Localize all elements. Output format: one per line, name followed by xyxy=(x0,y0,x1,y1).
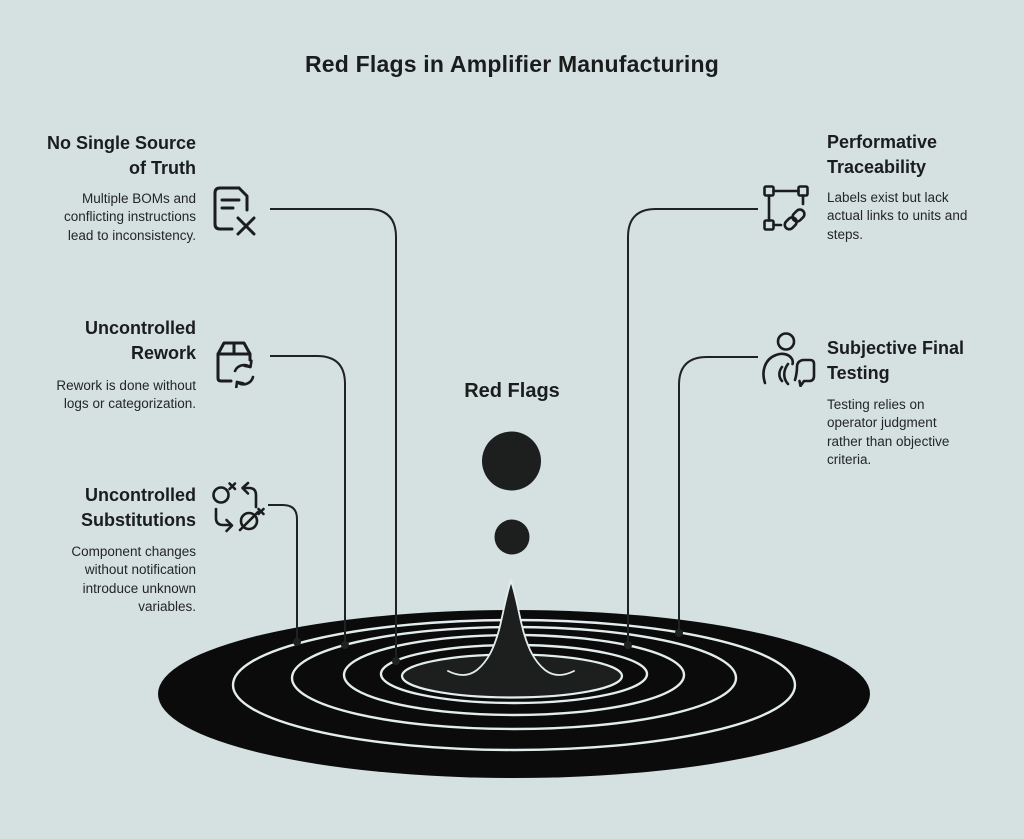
item-heading: No Single Source of Truth xyxy=(46,133,196,178)
item-heading: Uncontrolled Rework xyxy=(85,318,196,363)
connector-lines xyxy=(268,208,758,665)
droplet-small xyxy=(494,519,530,555)
splash-spike xyxy=(447,578,575,692)
item-heading: Performative Traceability xyxy=(827,132,938,177)
item-body: Testing relies on operator judgment rath… xyxy=(827,397,950,468)
falling-droplets xyxy=(482,431,541,555)
item-heading: Subjective Final Testing xyxy=(827,338,965,383)
person-gesture-icon xyxy=(759,331,817,387)
droplet-large xyxy=(482,431,541,491)
center-label: Red Flags xyxy=(464,380,560,402)
document-x-icon xyxy=(206,182,260,238)
page-title: Red Flags in Amplifier Manufacturing xyxy=(305,51,719,77)
item-heading: Uncontrolled Substitutions xyxy=(81,485,196,530)
selection-link-icon xyxy=(761,183,817,237)
box-recycle-icon xyxy=(206,334,266,388)
item-body: Labels exist but lack actual links to un… xyxy=(827,190,968,242)
item-body: Component changes without notification i… xyxy=(71,544,196,615)
swap-replace-icon xyxy=(209,481,265,533)
item-body: Rework is done without logs or categoriz… xyxy=(56,378,196,412)
item-body: Multiple BOMs and conflicting instructio… xyxy=(63,191,196,243)
